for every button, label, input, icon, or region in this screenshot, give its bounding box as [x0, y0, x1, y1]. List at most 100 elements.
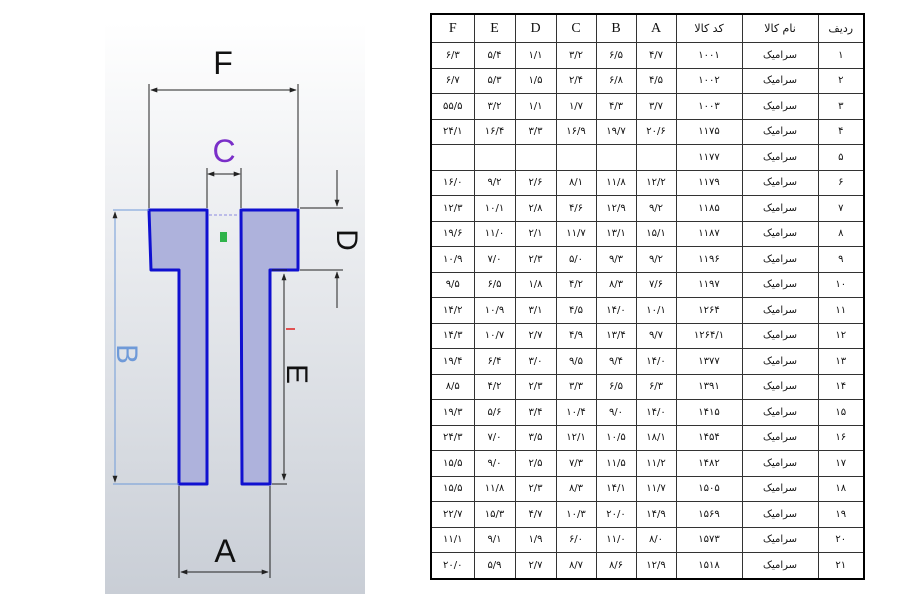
cell-c: ۱۲/۱ — [555, 424, 597, 451]
cell-a: ۹/۲ — [635, 246, 677, 273]
cell-c — [555, 144, 597, 171]
cell-product-name: سرامیک — [741, 399, 819, 426]
cell-c: ۹/۵ — [555, 348, 597, 375]
cell-e: ۵/۶ — [473, 399, 516, 426]
cell-product-name: سرامیک — [741, 526, 819, 553]
cell-row-number: ۱ — [817, 42, 865, 69]
cell-e: ۱۰/۱ — [473, 195, 516, 222]
cell-c: ۴/۵ — [555, 297, 597, 324]
cell-e: ۱۱/۸ — [473, 475, 516, 502]
cell-d: ۳/۵ — [514, 424, 557, 451]
header-c: C — [555, 13, 597, 43]
cell-b: ۶/۵ — [595, 42, 637, 69]
dim-c — [206, 168, 242, 208]
cell-a — [635, 144, 677, 171]
cell-c: ۱۰/۳ — [555, 501, 597, 528]
header-f: F — [430, 13, 475, 43]
cell-row-number: ۶ — [817, 169, 865, 196]
cell-a: ۱۲/۹ — [635, 552, 677, 579]
cell-product-code: ۱۵۷۳ — [675, 526, 743, 553]
dim-label-e: E — [280, 364, 313, 384]
cell-c: ۸/۷ — [555, 552, 597, 579]
cell-product-code: ۱۱۷۵ — [675, 118, 743, 145]
cell-f — [430, 144, 475, 171]
cell-d: ۳/۳ — [514, 118, 557, 145]
header-row: F E D C B A کد کالا نام کالا ردیف — [430, 13, 865, 43]
cell-a: ۹/۷ — [635, 322, 677, 349]
cell-d: ۲/۳ — [514, 373, 557, 400]
cell-a: ۴/۵ — [635, 67, 677, 94]
cell-c: ۶/۰ — [555, 526, 597, 553]
cell-row-number: ۴ — [817, 118, 865, 145]
cell-c: ۴/۹ — [555, 322, 597, 349]
cell-e: ۱۰/۹ — [473, 297, 516, 324]
cell-f: ۲۴/۱ — [430, 118, 475, 145]
cell-e: ۹/۲ — [473, 169, 516, 196]
cell-c: ۱۰/۴ — [555, 399, 597, 426]
cell-b: ۱۱/۸ — [595, 169, 637, 196]
cell-d: ۳/۰ — [514, 348, 557, 375]
t-profile-drawing: F C D E B A — [105, 22, 365, 594]
cell-f: ۱۶/۰ — [430, 169, 475, 196]
cell-d: ۱/۸ — [514, 271, 557, 298]
cell-e: ۶/۵ — [473, 271, 516, 298]
cell-d: ۱/۵ — [514, 67, 557, 94]
cell-c: ۱/۷ — [555, 93, 597, 120]
cell-f: ۱۵/۵ — [430, 475, 475, 502]
cell-b: ۸/۶ — [595, 552, 637, 579]
table-header: F E D C B A کد کالا نام کالا ردیف — [430, 13, 865, 43]
dim-label-c: C — [212, 133, 235, 169]
cell-product-code: ۱۲۶۴/۱ — [675, 322, 743, 349]
cell-f: ۱۱/۱ — [430, 526, 475, 553]
cell-f: ۵۵/۵ — [430, 93, 475, 120]
cell-product-name: سرامیک — [741, 373, 819, 400]
cell-product-code: ۱۴۸۲ — [675, 450, 743, 477]
cell-f: ۱۹/۴ — [430, 348, 475, 375]
cell-b: ۹/۰ — [595, 399, 637, 426]
cell-b: ۲۰/۰ — [595, 501, 637, 528]
cell-c: ۱۱/۷ — [555, 220, 597, 247]
dim-b — [112, 209, 179, 485]
header-product-code: کد کالا — [675, 13, 743, 43]
dim-d — [300, 170, 343, 308]
cell-a: ۸/۰ — [635, 526, 677, 553]
cell-row-number: ۲۰ — [817, 526, 865, 553]
cell-row-number: ۱۰ — [817, 271, 865, 298]
cell-a: ۱۰/۱ — [635, 297, 677, 324]
profile-right-half — [239, 208, 300, 486]
cell-a: ۴/۷ — [635, 42, 677, 69]
cell-product-name: سرامیک — [741, 220, 819, 247]
dim-label-b: B — [110, 344, 143, 364]
cell-product-name: سرامیک — [741, 424, 819, 451]
cell-a: ۱۴/۹ — [635, 501, 677, 528]
header-row-number: ردیف — [817, 13, 865, 43]
cell-f: ۲۰/۰ — [430, 552, 475, 579]
cell-product-name: سرامیک — [741, 501, 819, 528]
cell-a: ۱۱/۲ — [635, 450, 677, 477]
cell-d: ۱/۹ — [514, 526, 557, 553]
cell-c: ۲/۴ — [555, 67, 597, 94]
cell-f: ۱۴/۳ — [430, 322, 475, 349]
cell-product-code: ۱۲۶۴ — [675, 297, 743, 324]
cell-e: ۹/۰ — [473, 450, 516, 477]
cell-c: ۷/۳ — [555, 450, 597, 477]
cell-e: ۱۰/۷ — [473, 322, 516, 349]
cell-product-name: سرامیک — [741, 195, 819, 222]
cell-product-code: ۱۵۱۸ — [675, 552, 743, 579]
header-b: B — [595, 13, 637, 43]
cell-f: ۱۴/۲ — [430, 297, 475, 324]
cell-d: ۲/۵ — [514, 450, 557, 477]
cell-product-name: سرامیک — [741, 67, 819, 94]
cell-b: ۱۴/۰ — [595, 297, 637, 324]
cell-b: ۹/۳ — [595, 246, 637, 273]
cell-b: ۱۳/۴ — [595, 322, 637, 349]
